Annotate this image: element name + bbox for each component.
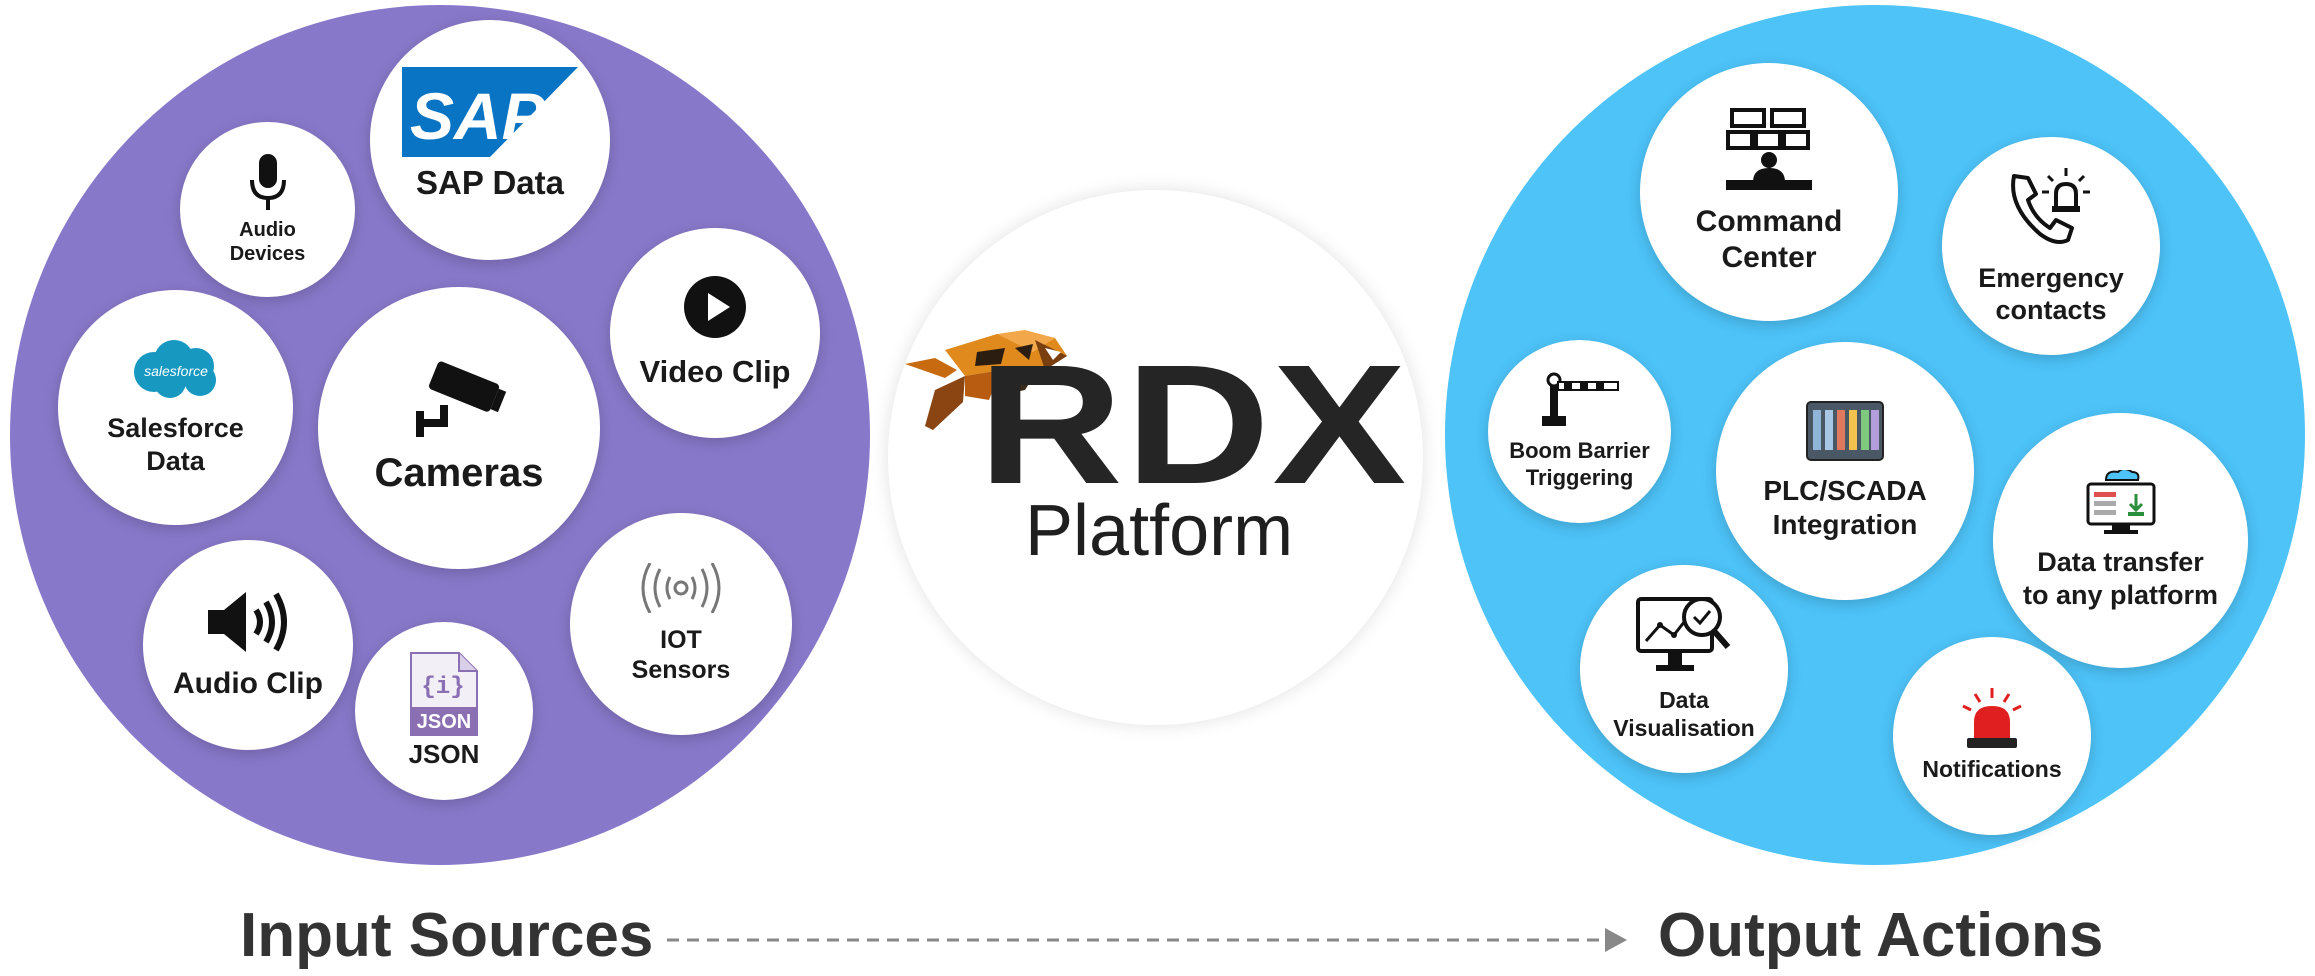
security-camera-icon	[415, 361, 506, 437]
cameras-label: Cameras	[374, 451, 544, 495]
iot-sensors-node: IOT Sensors	[570, 513, 792, 735]
json-node: {i} JSON JSON	[355, 622, 533, 800]
audio-devices-node: Audio Devices	[180, 122, 355, 297]
data-visualisation-icon	[1636, 597, 1731, 672]
play-icon	[684, 276, 746, 339]
microphone-icon	[249, 153, 286, 210]
svg-text:{i}: {i}	[421, 674, 464, 701]
notifications-label: Notifications	[1922, 756, 2062, 783]
audio-devices-label-1: Audio	[239, 218, 296, 241]
input-sources-title: Input Sources	[240, 901, 654, 970]
svg-text:SAP: SAP	[410, 79, 547, 153]
boom-barrier-label-1: Boom Barrier	[1509, 438, 1650, 464]
plc-scada-node: PLC/SCADA Integration	[1716, 342, 1974, 600]
flow-arrow-icon	[667, 928, 1627, 952]
data-transfer-label-1: Data transfer	[2037, 547, 2204, 578]
svg-text:salesforce: salesforce	[144, 363, 208, 379]
salesforce-label-1: Salesforce	[107, 413, 244, 444]
audio-clip-node: Audio Clip	[143, 540, 353, 750]
salesforce-label-2: Data	[146, 445, 205, 476]
emergency-label-1: Emergency	[1978, 262, 2124, 293]
json-file-icon: {i} JSON	[410, 652, 478, 737]
data-transfer-node: Data transfer to any platform	[1993, 413, 2248, 668]
plc-label-1: PLC/SCADA	[1763, 475, 1927, 507]
sap-data-node: SAP SAP Data	[370, 20, 610, 260]
tiger-logo-icon	[905, 330, 1067, 430]
rdx-brand-text: RDX	[978, 330, 1409, 520]
salesforce-cloud-icon: salesforce	[133, 340, 216, 399]
speaker-icon	[208, 592, 287, 652]
boom-barrier-icon	[1541, 372, 1619, 427]
emergency-phone-icon	[2011, 167, 2090, 244]
video-clip-node: Video Clip	[610, 228, 820, 438]
audio-devices-label-2: Devices	[229, 242, 306, 265]
data-transfer-label-2: to any platform	[2022, 579, 2218, 610]
notifications-node: Notifications	[1893, 637, 2091, 835]
data-vis-label-2: Visualisation	[1613, 715, 1755, 741]
command-center-icon	[1726, 108, 1812, 190]
boom-barrier-label-2: Triggering	[1525, 464, 1634, 490]
plc-panel-icon	[1806, 401, 1884, 462]
boom-barrier-node: Boom Barrier Triggering	[1488, 340, 1671, 523]
platform-text: Platform	[1025, 491, 1294, 571]
sensor-waves-icon	[641, 563, 721, 613]
output-actions-title: Output Actions	[1658, 901, 2104, 970]
rdx-platform-node	[888, 190, 1423, 725]
emergency-label-2: contacts	[1995, 295, 2107, 325]
data-vis-label-1: Data	[1659, 687, 1709, 714]
svg-text:JSON: JSON	[417, 711, 471, 733]
emergency-contacts-node: Emergency contacts	[1942, 137, 2160, 355]
iot-label-2: Sensors	[631, 656, 731, 684]
alarm-siren-icon	[1962, 688, 2022, 749]
plc-label-2: Integration	[1772, 509, 1918, 540]
salesforce-data-node: salesforce Salesforce Data	[58, 290, 293, 525]
data-transfer-icon	[2086, 470, 2155, 535]
command-center-node: Command Center	[1640, 63, 1898, 321]
sap-data-label: SAP Data	[416, 164, 564, 202]
video-clip-label: Video Clip	[639, 354, 791, 390]
sap-logo-icon: SAP	[402, 67, 578, 158]
command-center-label-1: Command	[1695, 205, 1843, 238]
json-label: JSON	[408, 739, 480, 770]
data-visualisation-node: Data Visualisation	[1580, 565, 1788, 773]
command-center-label-2: Center	[1721, 241, 1817, 274]
audio-clip-label: Audio Clip	[173, 667, 323, 700]
cameras-node: Cameras	[318, 287, 600, 569]
iot-label-1: IOT	[660, 626, 702, 654]
